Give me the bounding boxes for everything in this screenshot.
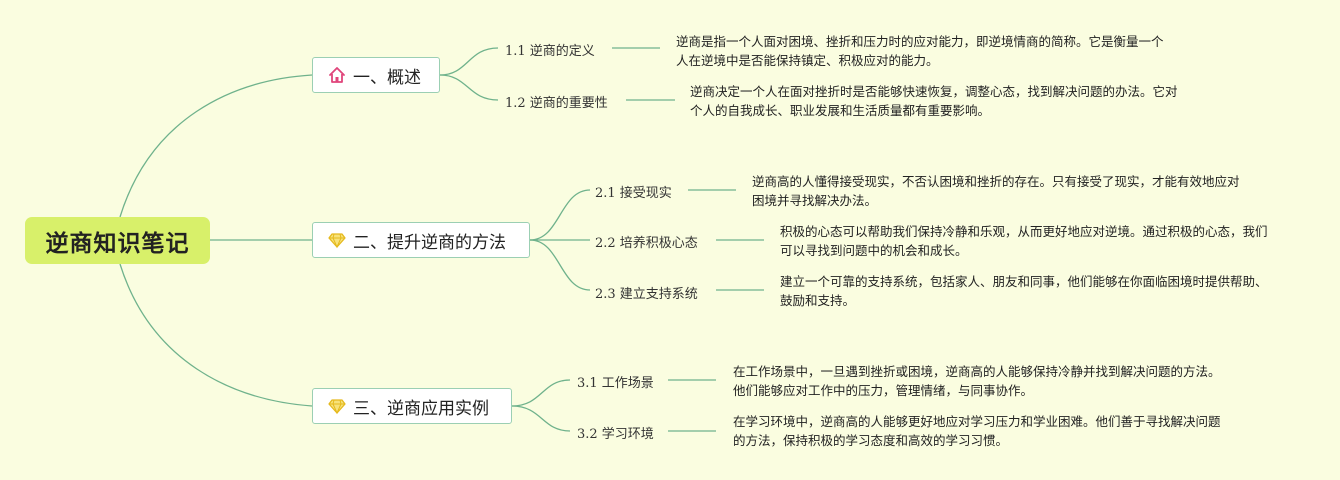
branch-node-examples[interactable]: 三、逆商应用实例	[312, 388, 512, 424]
sub-node-1-1[interactable]: 1.1 逆商的定义	[505, 44, 595, 59]
link-branch-3-sub-2	[511, 405, 571, 432]
sub-node-2-2[interactable]: 2.2 培养积极心态	[595, 236, 698, 251]
sub-node-3-1-desc: 在工作场景中，一旦遇到挫折或困境，逆商高的人能够保持冷静并找到解决问题的方法。他…	[733, 364, 1221, 398]
home-icon	[327, 65, 347, 85]
sub-node-2-3[interactable]: 2.3 建立支持系统	[595, 287, 698, 302]
branch-title: 二、提升逆商的方法	[353, 232, 506, 253]
diamond-icon	[327, 230, 347, 250]
sub-node-3-1[interactable]: 3.1 工作场景	[577, 376, 654, 391]
branch-node-overview[interactable]: 一、概述	[312, 57, 440, 93]
sub-node-2-2-desc: 积极的心态可以帮助我们保持冷静和乐观，从而更好地应对逆境。通过积极的心态，我们可…	[780, 224, 1268, 258]
branch-title: 三、逆商应用实例	[353, 398, 489, 419]
link-branch-1-sub-1	[439, 47, 499, 76]
link-branch-3-sub-1	[511, 379, 571, 407]
sub-node-1-2[interactable]: 1.2 逆商的重要性	[505, 96, 608, 111]
sub-node-1-2-desc: 逆商决定一个人在面对挫折时是否能够快速恢复，调整心态，找到解决问题的办法。它对个…	[690, 84, 1178, 118]
link-root-branch-3	[119, 263, 313, 407]
sub-node-3-2[interactable]: 3.2 学习环境	[577, 427, 654, 442]
link-branch-2-sub-3	[529, 239, 591, 291]
sub-node-1-1-desc: 逆商是指一个人面对困境、挫折和压力时的应对能力，即逆境情商的简称。它是衡量一个人…	[676, 34, 1164, 68]
sub-node-3-2-desc: 在学习环境中，逆商高的人能够更好地应对学习压力和学业困难。他们善于寻找解决问题的…	[733, 414, 1221, 448]
diamond-icon	[327, 396, 347, 416]
root-title: 逆商知识笔记	[45, 230, 190, 257]
branch-node-methods[interactable]: 二、提升逆商的方法	[312, 222, 530, 258]
sub-node-2-3-desc: 建立一个可靠的支持系统，包括家人、朋友和同事，他们能够在你面临困境时提供帮助、鼓…	[780, 274, 1268, 308]
sub-node-2-1[interactable]: 2.1 接受现实	[595, 186, 672, 201]
link-branch-2-sub-1	[529, 189, 591, 241]
root-node[interactable]: 逆商知识笔记	[25, 217, 210, 264]
link-root-branch-1	[119, 74, 313, 218]
branch-title: 一、概述	[353, 67, 421, 88]
link-branch-1-sub-2	[439, 74, 499, 101]
sub-node-2-1-desc: 逆商高的人懂得接受现实，不否认困境和挫折的存在。只有接受了现实，才能有效地应对困…	[752, 174, 1240, 208]
